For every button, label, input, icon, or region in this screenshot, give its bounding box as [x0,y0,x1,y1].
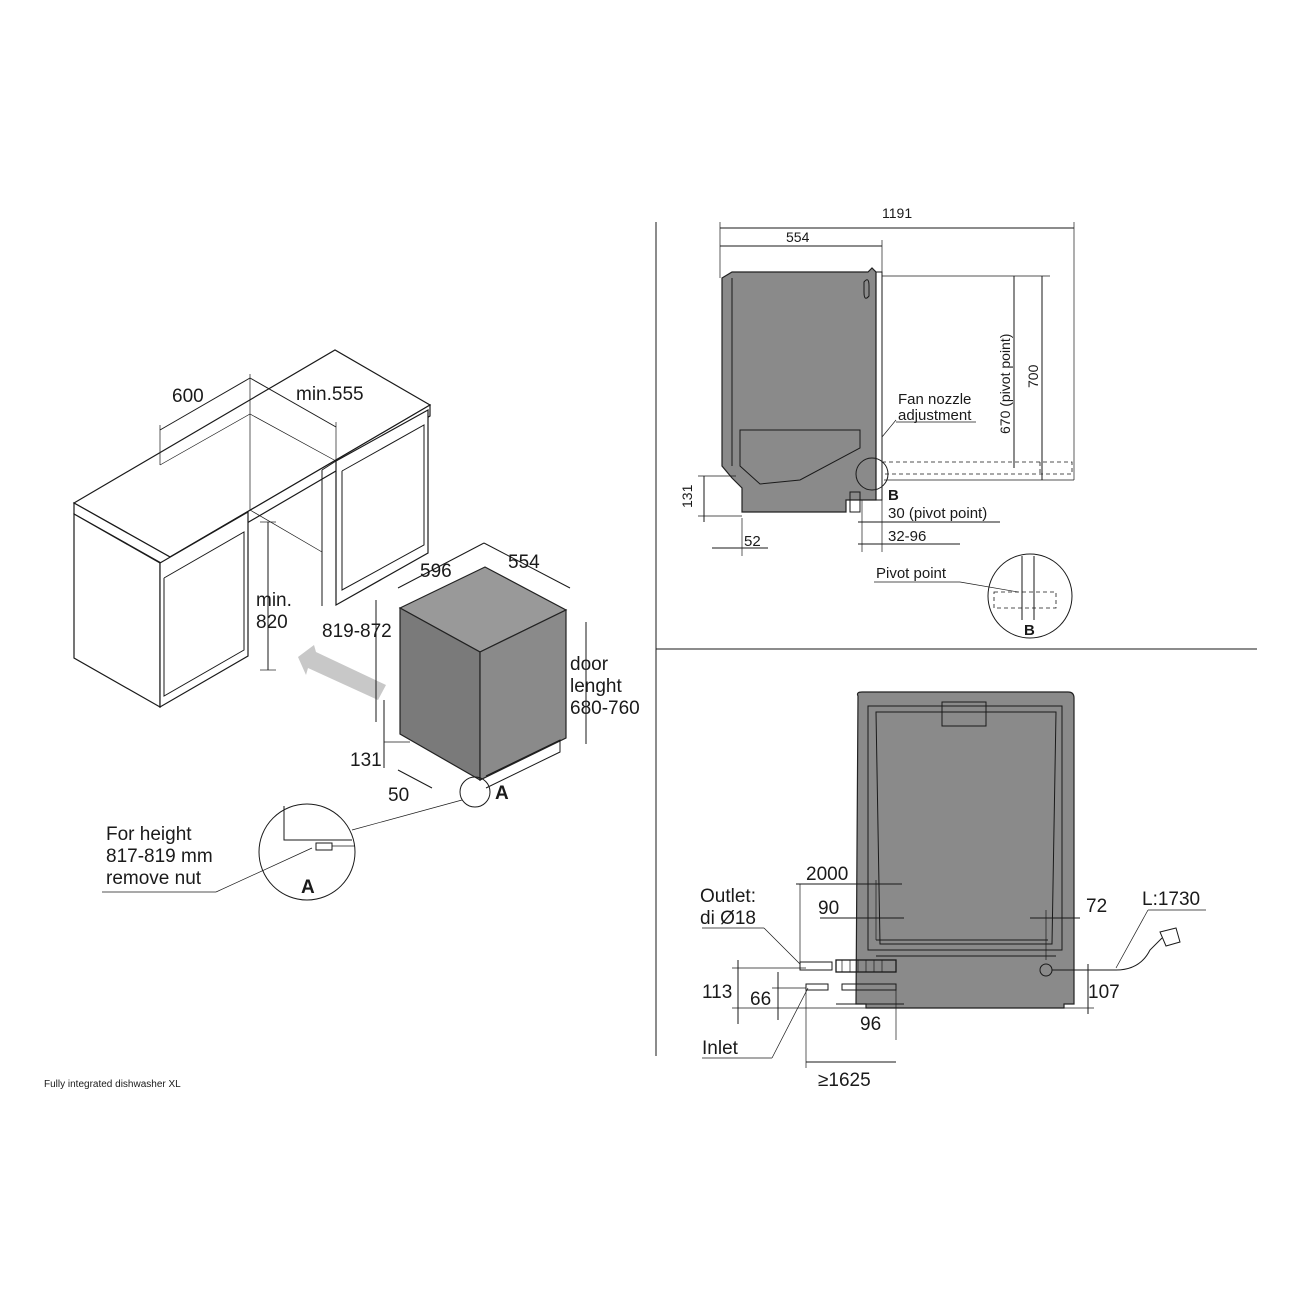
pivot-point-label: Pivot point [876,565,947,582]
note-line-1: For height [106,824,192,845]
side-body [721,267,877,513]
unit-door [479,609,567,781]
inlet-hose [805,983,829,991]
door-open-outline [881,461,1073,475]
left-cabinet-front [159,510,249,709]
detail-a-label: A [301,877,315,898]
detail-b-label: B [1024,622,1035,639]
hose-length-label: 2000 [806,864,848,885]
door-label-2: lenght [570,676,622,697]
min-length-label: ≥1625 [818,1070,871,1091]
plug-icon [1159,927,1181,947]
side-depth-label: 554 [786,229,810,245]
detail-b-marker [855,457,889,491]
height-66-label: 66 [750,989,771,1010]
right-cabinet-door [341,424,425,591]
caption: Fully integrated dishwasher XL [44,1079,181,1090]
unit-width-label: 596 [420,561,452,582]
dishwasher-iso [351,542,587,831]
outlet-hose [799,961,833,971]
cable-length-label: L:1730 [1142,889,1200,910]
dim-line-555 [249,377,337,428]
total-length-label: 1191 [882,205,912,221]
insert-arrow-icon [298,645,386,700]
front-top-cutout [941,701,987,727]
height-107-label: 107 [1088,982,1120,1003]
cabinet-width-label: 600 [172,386,204,407]
dim-line-596 [397,542,485,589]
plinth-height-label: 131 [350,750,382,771]
right-offset-label: 72 [1086,896,1107,917]
plinth-depth-label: 50 [388,785,409,806]
cabinet-drawing [72,349,432,709]
pivot-height-label: 670 (pivot point) [997,334,1013,434]
height-113-label: 113 [702,982,732,1003]
side-view [698,222,1075,639]
right-cabinet-front [335,408,429,607]
detail-a-marker [459,776,491,808]
door-label-3: 680-760 [570,698,640,719]
dim-line-50 [397,769,433,789]
detail-b-marker-label: B [888,487,899,504]
note-line-2: 817-819 mm [106,846,213,867]
height-700-label: 700 [1025,364,1041,388]
unit-depth-label: 554 [508,552,540,573]
pivot-offset-label: 30 (pivot point) [888,505,987,522]
note-line-3: remove nut [106,868,202,889]
foot-height-label: 131 [679,484,695,508]
detail-a [102,803,356,901]
foot-depth-label: 52 [744,533,761,550]
outlet-label-2: di Ø18 [700,908,756,929]
width-96-label: 96 [860,1014,881,1035]
power-cable [1052,937,1163,971]
detail-b [987,553,1073,639]
dim-line-600 [159,377,251,431]
inlet-label: Inlet [702,1038,739,1059]
front-body [855,691,1075,1009]
fan-label-1: Fan nozzle [898,391,971,408]
unit-height-label: 819-872 [322,621,392,642]
door-label-1: door [570,654,609,675]
detail-a-marker-label: A [495,783,509,804]
fan-label-2: adjustment [898,407,972,424]
left-cabinet-door [163,531,245,697]
cabinet-depth-label: min.555 [296,384,364,405]
cabinet-height-label-1: min. [256,590,292,611]
cabinet-height-label-2: 820 [256,612,288,633]
front-view [702,691,1206,1068]
side-door [875,271,883,501]
left-offset-label: 90 [818,898,839,919]
outlet-label-1: Outlet: [700,886,756,907]
dim-line-554 [483,542,571,589]
range-label: 32-96 [888,528,926,545]
